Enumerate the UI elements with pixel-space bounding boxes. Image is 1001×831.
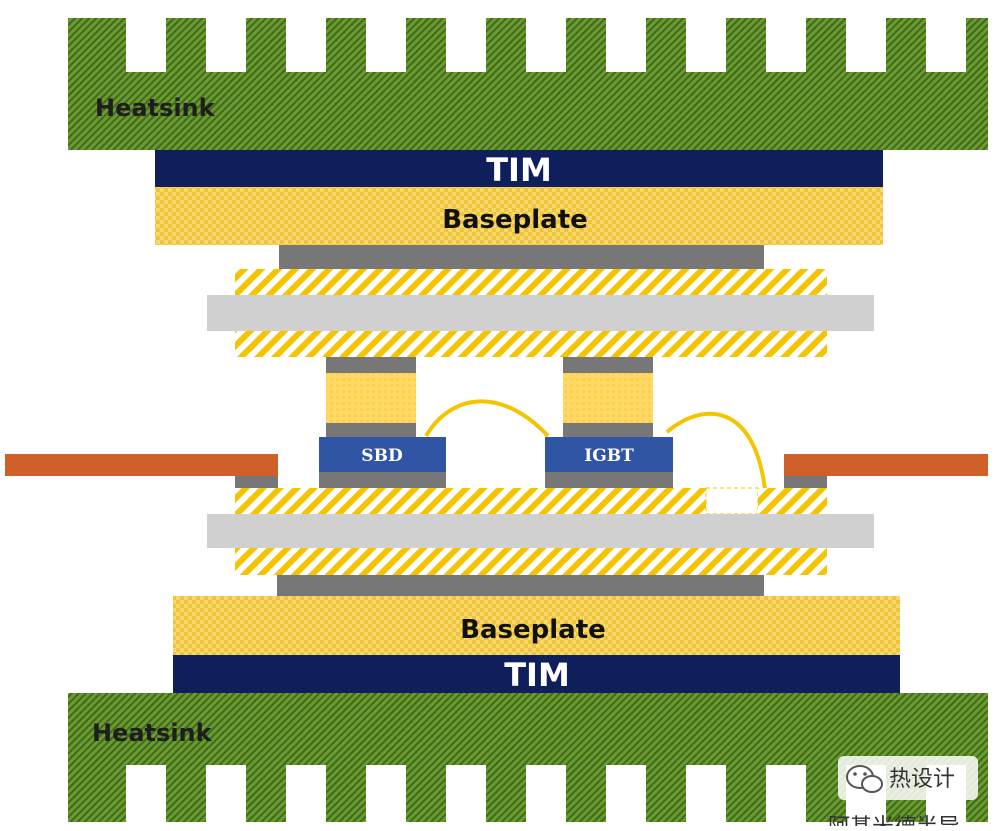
spacer-igbt-solder-top [563,357,653,373]
bond-wire-igbt-terminal [665,411,767,491]
chip-igbt-die [545,437,673,472]
spacer-igbt-solder-bottom [563,423,653,437]
substrate-bottom-copper-upper-main [235,488,706,514]
chip-sbd-die [319,437,446,472]
heatsink-top: Heatsink [68,18,988,150]
substrate-bottom [207,487,874,575]
spacer-igbt-block [563,373,653,423]
spacer-sbd-block [326,373,416,423]
spacer-sbd [326,357,416,437]
baseplate-top-label: Baseplate [442,205,588,235]
watermark: 热设计 阿基米德半导 [828,756,978,831]
tim-bottom: TIM [173,655,900,694]
heatsink-bottom-label: Heatsink [92,719,213,747]
heatsink-top-label: Heatsink [95,94,216,122]
substrate-top-ceramic [207,295,874,331]
lead-frame-right [784,454,988,488]
substrate-bottom-copper-lower [235,548,827,575]
solder-top [279,245,764,269]
spacer-sbd-solder-bottom [326,423,416,437]
heatsink-bottom-body [68,693,988,822]
solder-bottom [277,575,764,596]
chip-igbt-label: IGBT [584,446,634,466]
lead-frame-left-bar [5,454,278,476]
spacer-sbd-solder-top [326,357,416,373]
chip-sbd-label: SBD [361,446,403,466]
lead-frame-left [5,454,278,488]
substrate-bottom-ceramic [207,514,874,548]
baseplate-bottom: Baseplate [173,596,900,655]
substrate-bottom-copper-gap [705,487,759,515]
baseplate-bottom-layer [173,596,900,655]
baseplate-bottom-label: Baseplate [460,615,606,645]
chip-igbt-solder [545,472,673,488]
substrate-top [207,269,874,357]
watermark-subtext: 阿基米德半导 [828,815,960,826]
watermark-text: 热设计 [889,767,955,792]
lead-frame-right-solder [784,476,827,488]
chip-sbd: SBD [319,437,446,488]
substrate-top-copper-lower [235,331,827,357]
heatsink-top-body [68,18,988,150]
tim-bottom-layer [173,655,900,693]
lead-frame-left-solder [235,476,278,488]
substrate-top-copper-upper [235,269,827,295]
substrate-bottom-copper-upper-pad [758,488,827,514]
chip-sbd-solder [319,472,446,488]
heatsink-bottom: Heatsink [68,693,988,822]
tim-top-label: TIM [486,151,552,189]
baseplate-top: Baseplate [155,187,883,245]
tim-top-layer [155,150,883,187]
spacer-igbt [563,357,653,437]
tim-bottom-label: TIM [504,656,570,694]
tim-top: TIM [155,150,883,189]
bond-wire-sbd-igbt [424,399,550,438]
baseplate-top-layer [155,187,883,245]
lead-frame-right-bar [784,454,988,476]
chip-igbt: IGBT [545,437,673,488]
wechat-icon [846,765,883,793]
